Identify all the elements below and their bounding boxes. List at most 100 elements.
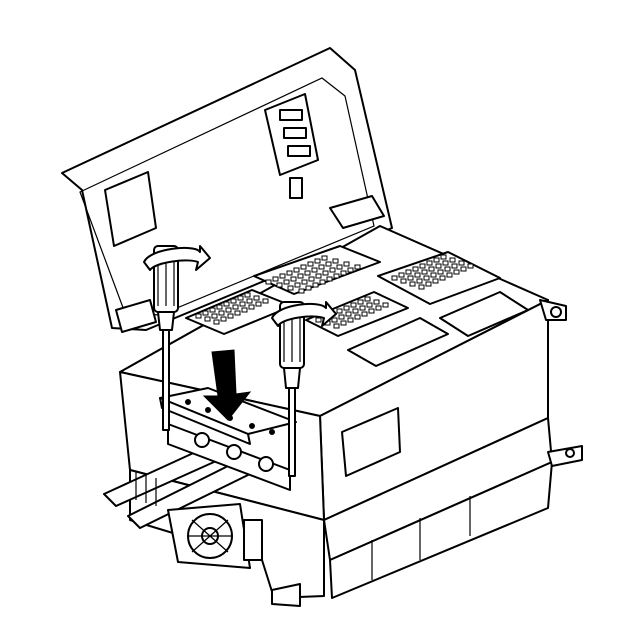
terminal-cell bbox=[354, 314, 361, 320]
insert-down-arrow-icon bbox=[202, 349, 252, 421]
terminal-cell bbox=[343, 261, 350, 267]
terminal-cell bbox=[239, 301, 246, 307]
terminal-cell bbox=[361, 311, 368, 317]
terminal-cell bbox=[225, 307, 232, 313]
terminal-cell bbox=[368, 308, 375, 314]
terminal-cell bbox=[409, 281, 416, 287]
terminal-cell bbox=[283, 279, 290, 285]
terminal-cell bbox=[286, 270, 293, 276]
terminal-cell bbox=[336, 308, 343, 314]
terminal-cell bbox=[442, 260, 449, 266]
terminal-cell bbox=[294, 282, 301, 288]
terminal-cell bbox=[421, 269, 428, 275]
terminal-cell bbox=[230, 298, 237, 304]
terminal-cell bbox=[414, 272, 421, 278]
terminal-cell bbox=[265, 279, 272, 285]
terminal-cell bbox=[211, 313, 218, 319]
terminal-cell bbox=[437, 269, 444, 275]
terminal-cell bbox=[460, 266, 467, 272]
terminal-cell bbox=[453, 269, 460, 275]
terminal-cell bbox=[244, 292, 251, 298]
terminal-cell bbox=[248, 304, 255, 310]
terminal-cell bbox=[418, 284, 425, 290]
terminal-cell bbox=[209, 307, 216, 313]
terminal-cell bbox=[314, 258, 321, 264]
rotation-arrow-icon bbox=[143, 245, 337, 327]
terminal-cell bbox=[276, 282, 283, 288]
terminal-cell bbox=[326, 276, 333, 282]
terminal-cell bbox=[439, 275, 446, 281]
terminal-cell bbox=[449, 257, 456, 263]
terminal-cell bbox=[423, 275, 430, 281]
terminal-cell bbox=[318, 264, 325, 270]
terminal-cell bbox=[272, 276, 279, 282]
terminal-cell bbox=[307, 261, 314, 267]
terminal-cell bbox=[218, 310, 225, 316]
terminal-cell bbox=[325, 261, 332, 267]
terminal-cell bbox=[416, 278, 423, 284]
terminal-cell bbox=[223, 301, 230, 307]
terminal-cell bbox=[350, 302, 357, 308]
terminal-cell bbox=[340, 270, 347, 276]
terminal-cell bbox=[412, 266, 419, 272]
terminal-cell bbox=[382, 302, 389, 308]
terminal-cell bbox=[428, 266, 435, 272]
terminal-cell bbox=[308, 276, 315, 282]
terminal-cell bbox=[425, 281, 432, 287]
terminal-cell bbox=[364, 296, 371, 302]
terminal-cell bbox=[444, 266, 451, 272]
terminal-cell bbox=[262, 298, 269, 304]
terminal-cell bbox=[246, 298, 253, 304]
terminal-cell bbox=[298, 288, 305, 294]
terminal-cell bbox=[220, 316, 227, 322]
terminal-cell bbox=[343, 305, 350, 311]
terminal-cell bbox=[451, 263, 458, 269]
terminal-cell bbox=[440, 254, 447, 260]
terminal-cell bbox=[287, 285, 294, 291]
terminal-cell bbox=[300, 264, 307, 270]
terminal-cell bbox=[340, 320, 347, 326]
terminal-cell bbox=[419, 263, 426, 269]
terminal-cell bbox=[234, 310, 241, 316]
terminal-cell bbox=[332, 258, 339, 264]
terminal-cell bbox=[391, 275, 398, 281]
terminal-cell bbox=[255, 301, 262, 307]
terminal-cell bbox=[467, 263, 474, 269]
terminal-cell bbox=[301, 279, 308, 285]
terminal-cell bbox=[319, 279, 326, 285]
terminal-cell bbox=[297, 273, 304, 279]
terminal-cell bbox=[315, 273, 322, 279]
terminal-cell bbox=[333, 273, 340, 279]
terminal-cell bbox=[366, 302, 373, 308]
terminal-cell bbox=[333, 323, 340, 329]
terminal-cell bbox=[352, 308, 359, 314]
terminal-cell bbox=[400, 278, 407, 284]
mounting-foot-icon bbox=[271, 299, 583, 607]
terminal-cell bbox=[312, 282, 319, 288]
terminal-cell bbox=[227, 313, 234, 319]
terminal-cell bbox=[354, 264, 361, 270]
terminal-cell bbox=[407, 275, 414, 281]
cooling-fan-icon bbox=[167, 503, 263, 569]
terminal-cell bbox=[241, 307, 248, 313]
terminal-cell bbox=[357, 299, 364, 305]
terminal-cell bbox=[432, 278, 439, 284]
terminal-cell bbox=[347, 267, 354, 273]
terminal-cell bbox=[213, 319, 220, 325]
terminal-cell bbox=[293, 267, 300, 273]
terminal-cell bbox=[279, 273, 286, 279]
terminal-cell bbox=[315, 317, 322, 323]
terminal-cell bbox=[322, 270, 329, 276]
terminal-cell bbox=[435, 263, 442, 269]
terminal-cell bbox=[305, 285, 312, 291]
terminal-cell bbox=[426, 260, 433, 266]
terminal-cell bbox=[331, 317, 338, 323]
terminal-cell bbox=[405, 269, 412, 275]
terminal-cell bbox=[446, 272, 453, 278]
terminal-cell bbox=[373, 299, 380, 305]
cable-gland-icon bbox=[103, 423, 291, 529]
terminal-cell bbox=[433, 257, 440, 263]
terminal-cell bbox=[304, 270, 311, 276]
